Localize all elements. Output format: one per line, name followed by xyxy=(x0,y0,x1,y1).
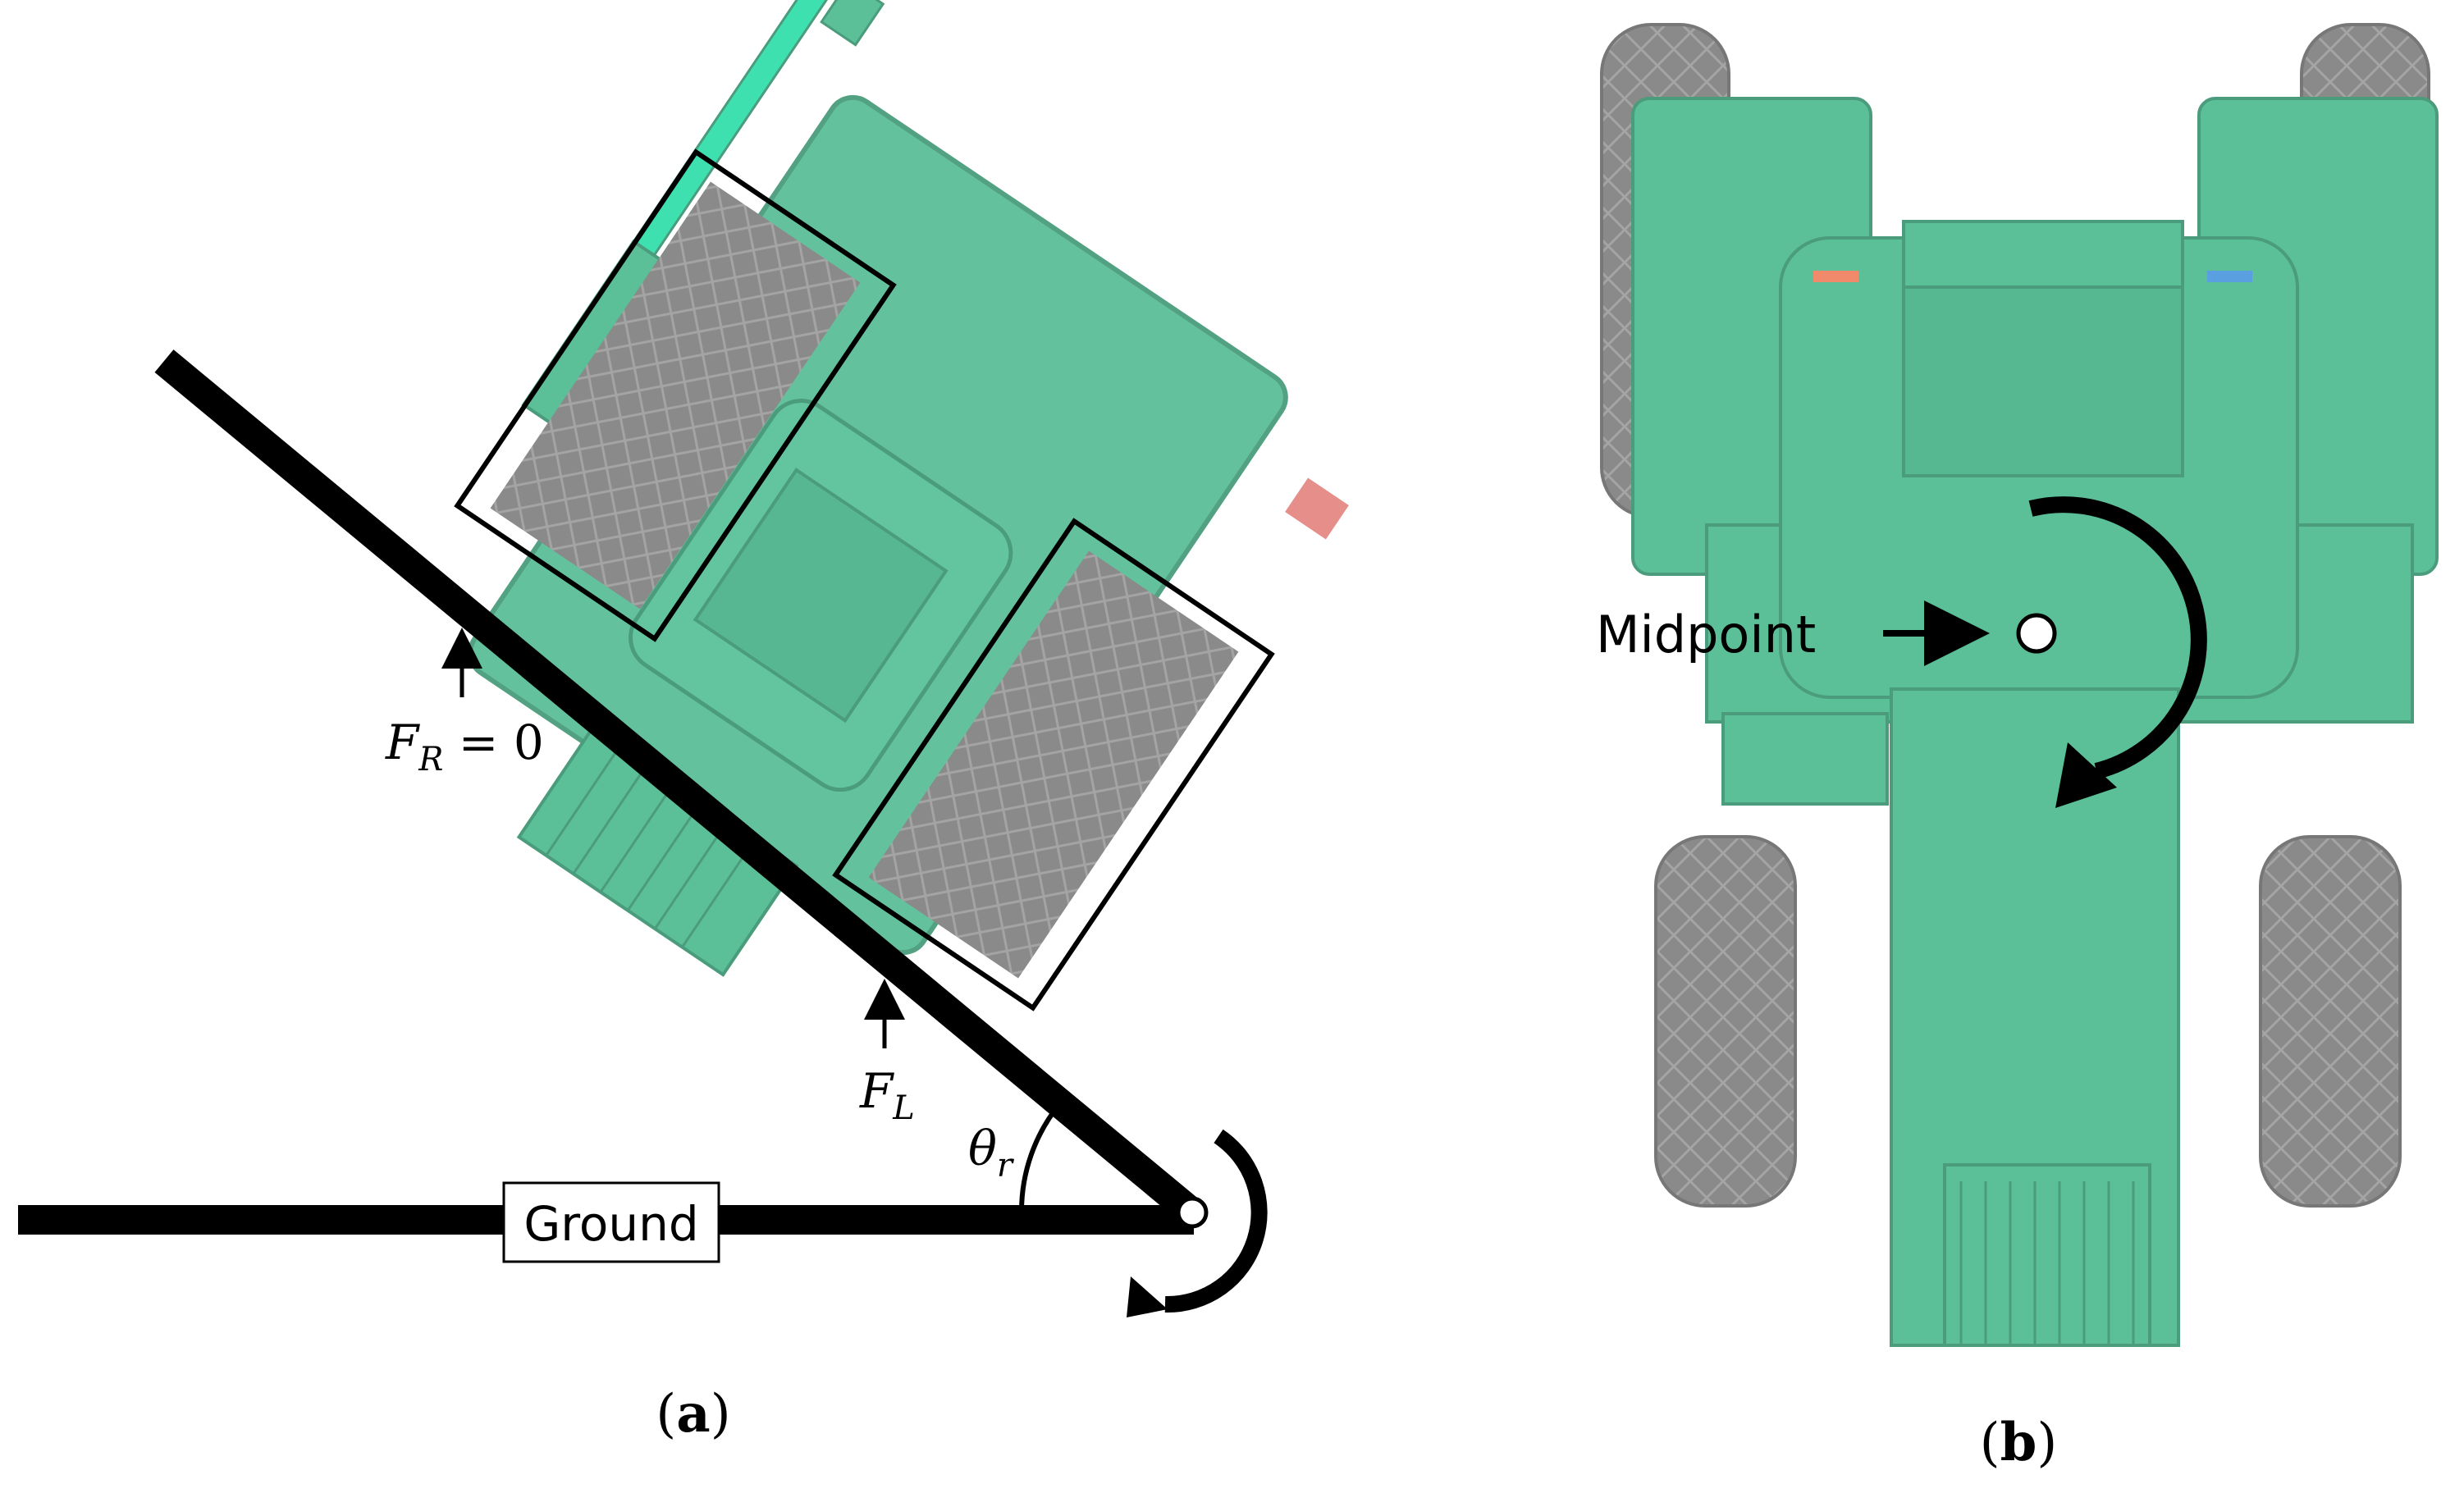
panel-a: Ground θr FR = 0 FL (a) xyxy=(18,0,1349,1445)
caption-b: (b) xyxy=(1980,1412,2058,1473)
midpoint-label: Midpoint xyxy=(1596,605,1816,664)
ground-label: Ground xyxy=(523,1196,698,1252)
rollover-rotation-arrow-icon xyxy=(1164,1129,1268,1313)
tilted-tractor xyxy=(468,0,1288,977)
angle-arc xyxy=(1018,1102,1063,1213)
red-lamp xyxy=(1285,477,1349,540)
force-right-label: FR = 0 xyxy=(385,715,544,778)
blue-indicator xyxy=(2207,271,2252,282)
angle-label: θr xyxy=(968,1121,1015,1185)
ground-label-box xyxy=(502,1181,720,1263)
pivot-point xyxy=(1176,1196,1209,1229)
midpoint-marker xyxy=(2016,613,2057,654)
lower-wheel-box xyxy=(832,518,1275,1011)
caption-a: (a) xyxy=(656,1383,730,1445)
inclined-plane xyxy=(154,349,1204,1226)
front-right-tire xyxy=(2259,835,2402,1208)
rotation-arrow-icon xyxy=(2028,496,2207,779)
orange-indicator xyxy=(1813,271,1858,282)
upper-wheel-box xyxy=(454,148,897,642)
panel-b: Midpoint (b) xyxy=(1596,23,2439,1473)
top-view-tractor xyxy=(1631,97,2439,1347)
front-left-tire xyxy=(1654,835,1797,1208)
force-left-label: FL xyxy=(859,1063,915,1127)
